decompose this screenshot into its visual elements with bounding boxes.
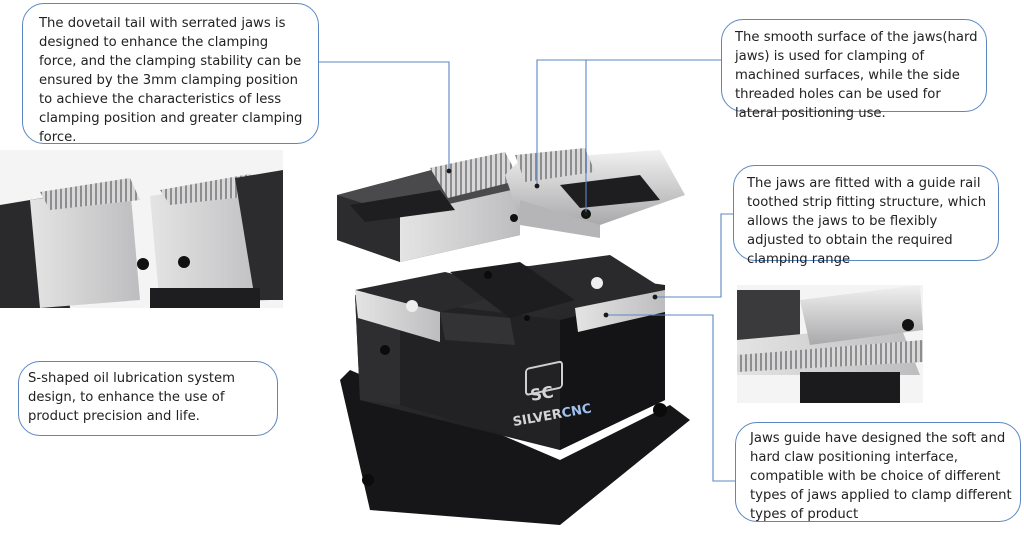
jaw-closeup-right-image (737, 285, 923, 403)
callout-dovetail: The dovetail tail with serrated jaws is … (22, 3, 319, 145)
leader-lines (319, 59, 735, 482)
callout-lubrication: S-shaped oil lubrication system design, … (18, 361, 278, 436)
leader-line-dovetail (319, 61, 450, 170)
callout-smooth-surface-text: The smooth surface of the jaws(hard jaws… (735, 30, 978, 121)
callout-smooth-surface: The smooth surface of the jaws(hard jaws… (721, 19, 987, 121)
silver-jaw-image (505, 148, 685, 238)
logo-mark: SC (529, 382, 555, 405)
leader-line-smooth-jaw-b (585, 59, 721, 213)
callout-guide-rail-text: The jaws are fitted with a guide rail to… (747, 176, 987, 267)
callout-dovetail-text: The dovetail tail with serrated jaws is … (39, 16, 303, 145)
logo-word-cnc: CNC (561, 402, 593, 422)
leader-line-guide-rail (655, 213, 733, 298)
callout-claw-interface-text: Jaws guide have designed the soft and ha… (750, 431, 1012, 522)
leader-line-claw-interface (606, 314, 735, 482)
callout-claw-interface: Jaws guide have designed the soft and ha… (735, 422, 1021, 522)
vise-body-image (340, 255, 690, 525)
jaw-closeup-left-image (0, 150, 283, 308)
leader-dots (446, 168, 658, 318)
callout-lubrication-text: S-shaped oil lubrication system design, … (28, 371, 236, 424)
dark-jaw-image (337, 152, 520, 262)
callout-guide-rail: The jaws are fitted with a guide rail to… (733, 165, 999, 267)
